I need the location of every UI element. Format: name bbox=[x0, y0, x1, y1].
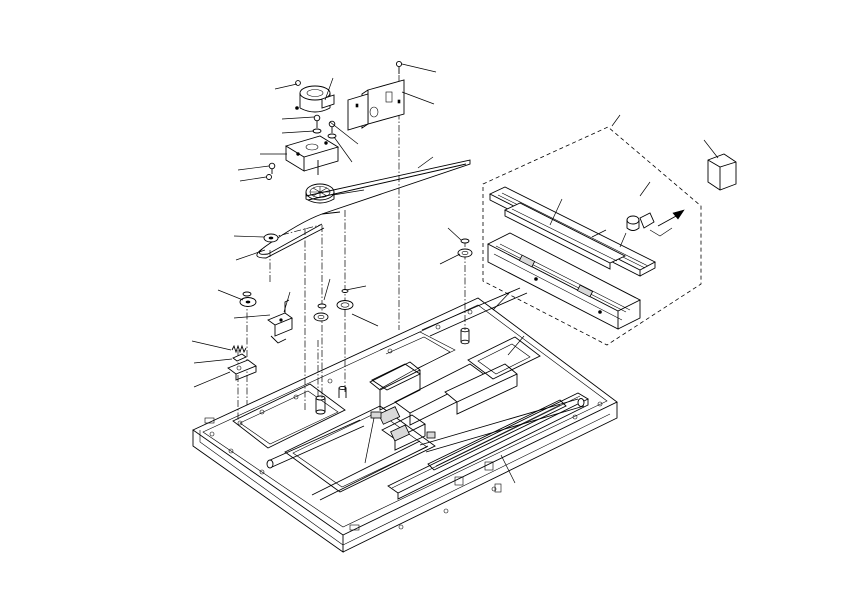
leader-lines bbox=[191, 63, 719, 484]
lamp-holder bbox=[503, 202, 627, 270]
bushing bbox=[315, 327, 470, 439]
idler-pulley bbox=[239, 233, 473, 322]
corner-bracket bbox=[707, 153, 737, 191]
inverter-board bbox=[626, 209, 685, 237]
drive-belt bbox=[256, 159, 471, 259]
carriage-rail bbox=[387, 392, 589, 500]
spring bbox=[231, 344, 247, 354]
pulley-gear bbox=[305, 183, 335, 204]
scanner-lamp-unit bbox=[487, 232, 641, 330]
lamp-unit-boundary bbox=[482, 126, 702, 346]
motor-bracket bbox=[284, 135, 340, 175]
flat-cable bbox=[379, 287, 528, 371]
screw bbox=[266, 60, 403, 180]
washer bbox=[242, 128, 470, 309]
cable-clamp bbox=[227, 353, 257, 381]
carriage-block bbox=[371, 336, 541, 442]
guide-rod bbox=[266, 398, 585, 469]
frame-plate bbox=[232, 361, 486, 501]
frame-plate bbox=[347, 79, 405, 131]
motor bbox=[295, 85, 335, 113]
sensor-bracket bbox=[267, 299, 293, 344]
